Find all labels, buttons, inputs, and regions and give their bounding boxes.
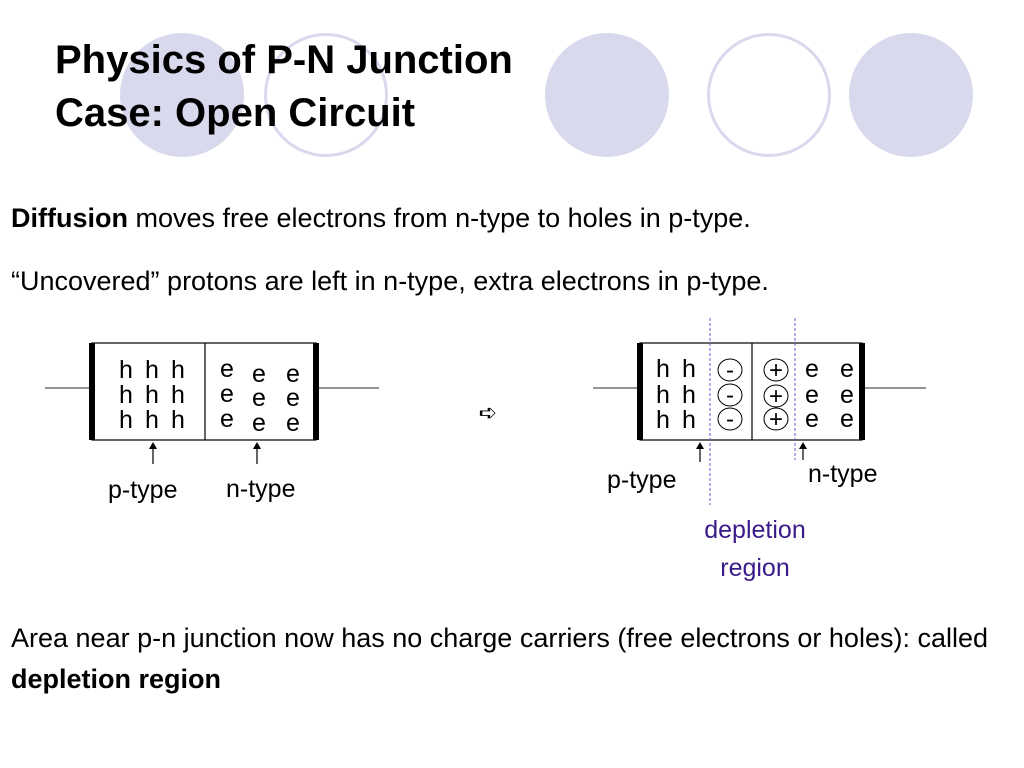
uncovered-protons-sentence: “Uncovered” protons are left in n-type, … — [11, 266, 769, 296]
depletion-region-label-line-1: depletion — [704, 516, 805, 544]
electron: e — [220, 355, 234, 383]
left-contact-left — [89, 343, 95, 440]
electron: e — [252, 360, 266, 388]
electron: e — [286, 384, 300, 412]
hole: h — [656, 355, 670, 383]
hole: h — [171, 356, 185, 384]
right-contact-right — [859, 343, 865, 440]
right-n-arrowhead — [799, 442, 807, 449]
positive-ion: + — [769, 406, 783, 433]
electron: e — [805, 381, 819, 409]
right-negative-ions: --- — [717, 357, 743, 433]
positive-ion: + — [769, 357, 783, 384]
diffusion-description: moves free electrons from n-type to hole… — [127, 203, 751, 233]
right-n-type-label: n-type — [808, 460, 877, 488]
negative-ion: - — [726, 382, 734, 409]
right-contact-left — [637, 343, 643, 440]
hole: h — [682, 406, 696, 434]
depletion-region-term: depletion region — [11, 664, 222, 694]
negative-ion: - — [726, 406, 734, 433]
positive-ion: + — [769, 383, 783, 410]
electron: e — [840, 381, 854, 409]
left-n-arrowhead — [253, 442, 261, 449]
negative-ion-circle — [717, 383, 743, 407]
right-block-outline — [639, 342, 863, 441]
hole: h — [656, 381, 670, 409]
hole: h — [119, 406, 133, 434]
right-p-arrowhead — [696, 442, 704, 449]
hole: h — [171, 406, 185, 434]
left-p-arrowhead — [149, 442, 157, 449]
hole: h — [656, 406, 670, 434]
hole: h — [145, 356, 159, 384]
decor-ring-2 — [707, 33, 831, 157]
electron: e — [840, 355, 854, 383]
page-title: Physics of P-N Junction Case: Open Circu… — [55, 34, 513, 140]
electron: e — [286, 409, 300, 437]
diffusion-sentence: Diffusion moves free electrons from n-ty… — [11, 203, 751, 234]
diffusion-term: Diffusion — [11, 203, 128, 233]
electron: e — [220, 405, 234, 433]
hole: h — [682, 381, 696, 409]
left-p-type-label: p-type — [108, 476, 177, 504]
hole: h — [145, 406, 159, 434]
electron: e — [252, 384, 266, 412]
right-positive-ions: +++ — [763, 357, 789, 433]
hole: h — [682, 355, 696, 383]
electron: e — [805, 405, 819, 433]
depletion-explanation-text: Area near p-n junction now has no charge… — [11, 623, 988, 653]
negative-ion-circle — [717, 358, 743, 382]
electron: e — [840, 405, 854, 433]
hole: h — [119, 356, 133, 384]
positive-ion-circle — [763, 384, 789, 408]
right-p-type-label: p-type — [607, 466, 676, 494]
decor-circle-2 — [545, 33, 669, 157]
negative-ion: - — [726, 357, 734, 384]
title-line-1: Physics of P-N Junction — [55, 38, 513, 82]
decor-circle-3 — [849, 33, 973, 157]
positive-ion-circle — [763, 407, 789, 431]
electron: e — [286, 360, 300, 388]
left-contact-right — [313, 343, 319, 440]
positive-ion-circle — [763, 358, 789, 382]
negative-ion-circle — [717, 407, 743, 431]
decor-circle-1 — [120, 33, 244, 157]
decor-ring-1 — [264, 33, 388, 157]
title-line-2: Case: Open Circuit — [55, 91, 416, 135]
hole: h — [145, 381, 159, 409]
depletion-explanation: Area near p-n junction now has no charge… — [11, 618, 1011, 700]
left-n-type-label: n-type — [226, 475, 295, 503]
hole: h — [119, 381, 133, 409]
electron: e — [805, 355, 819, 383]
electron: e — [220, 380, 234, 408]
electron: e — [252, 409, 266, 437]
depletion-region-label-line-2: region — [720, 554, 790, 582]
hole: h — [171, 381, 185, 409]
transition-arrow-icon: ➪ — [479, 400, 497, 425]
